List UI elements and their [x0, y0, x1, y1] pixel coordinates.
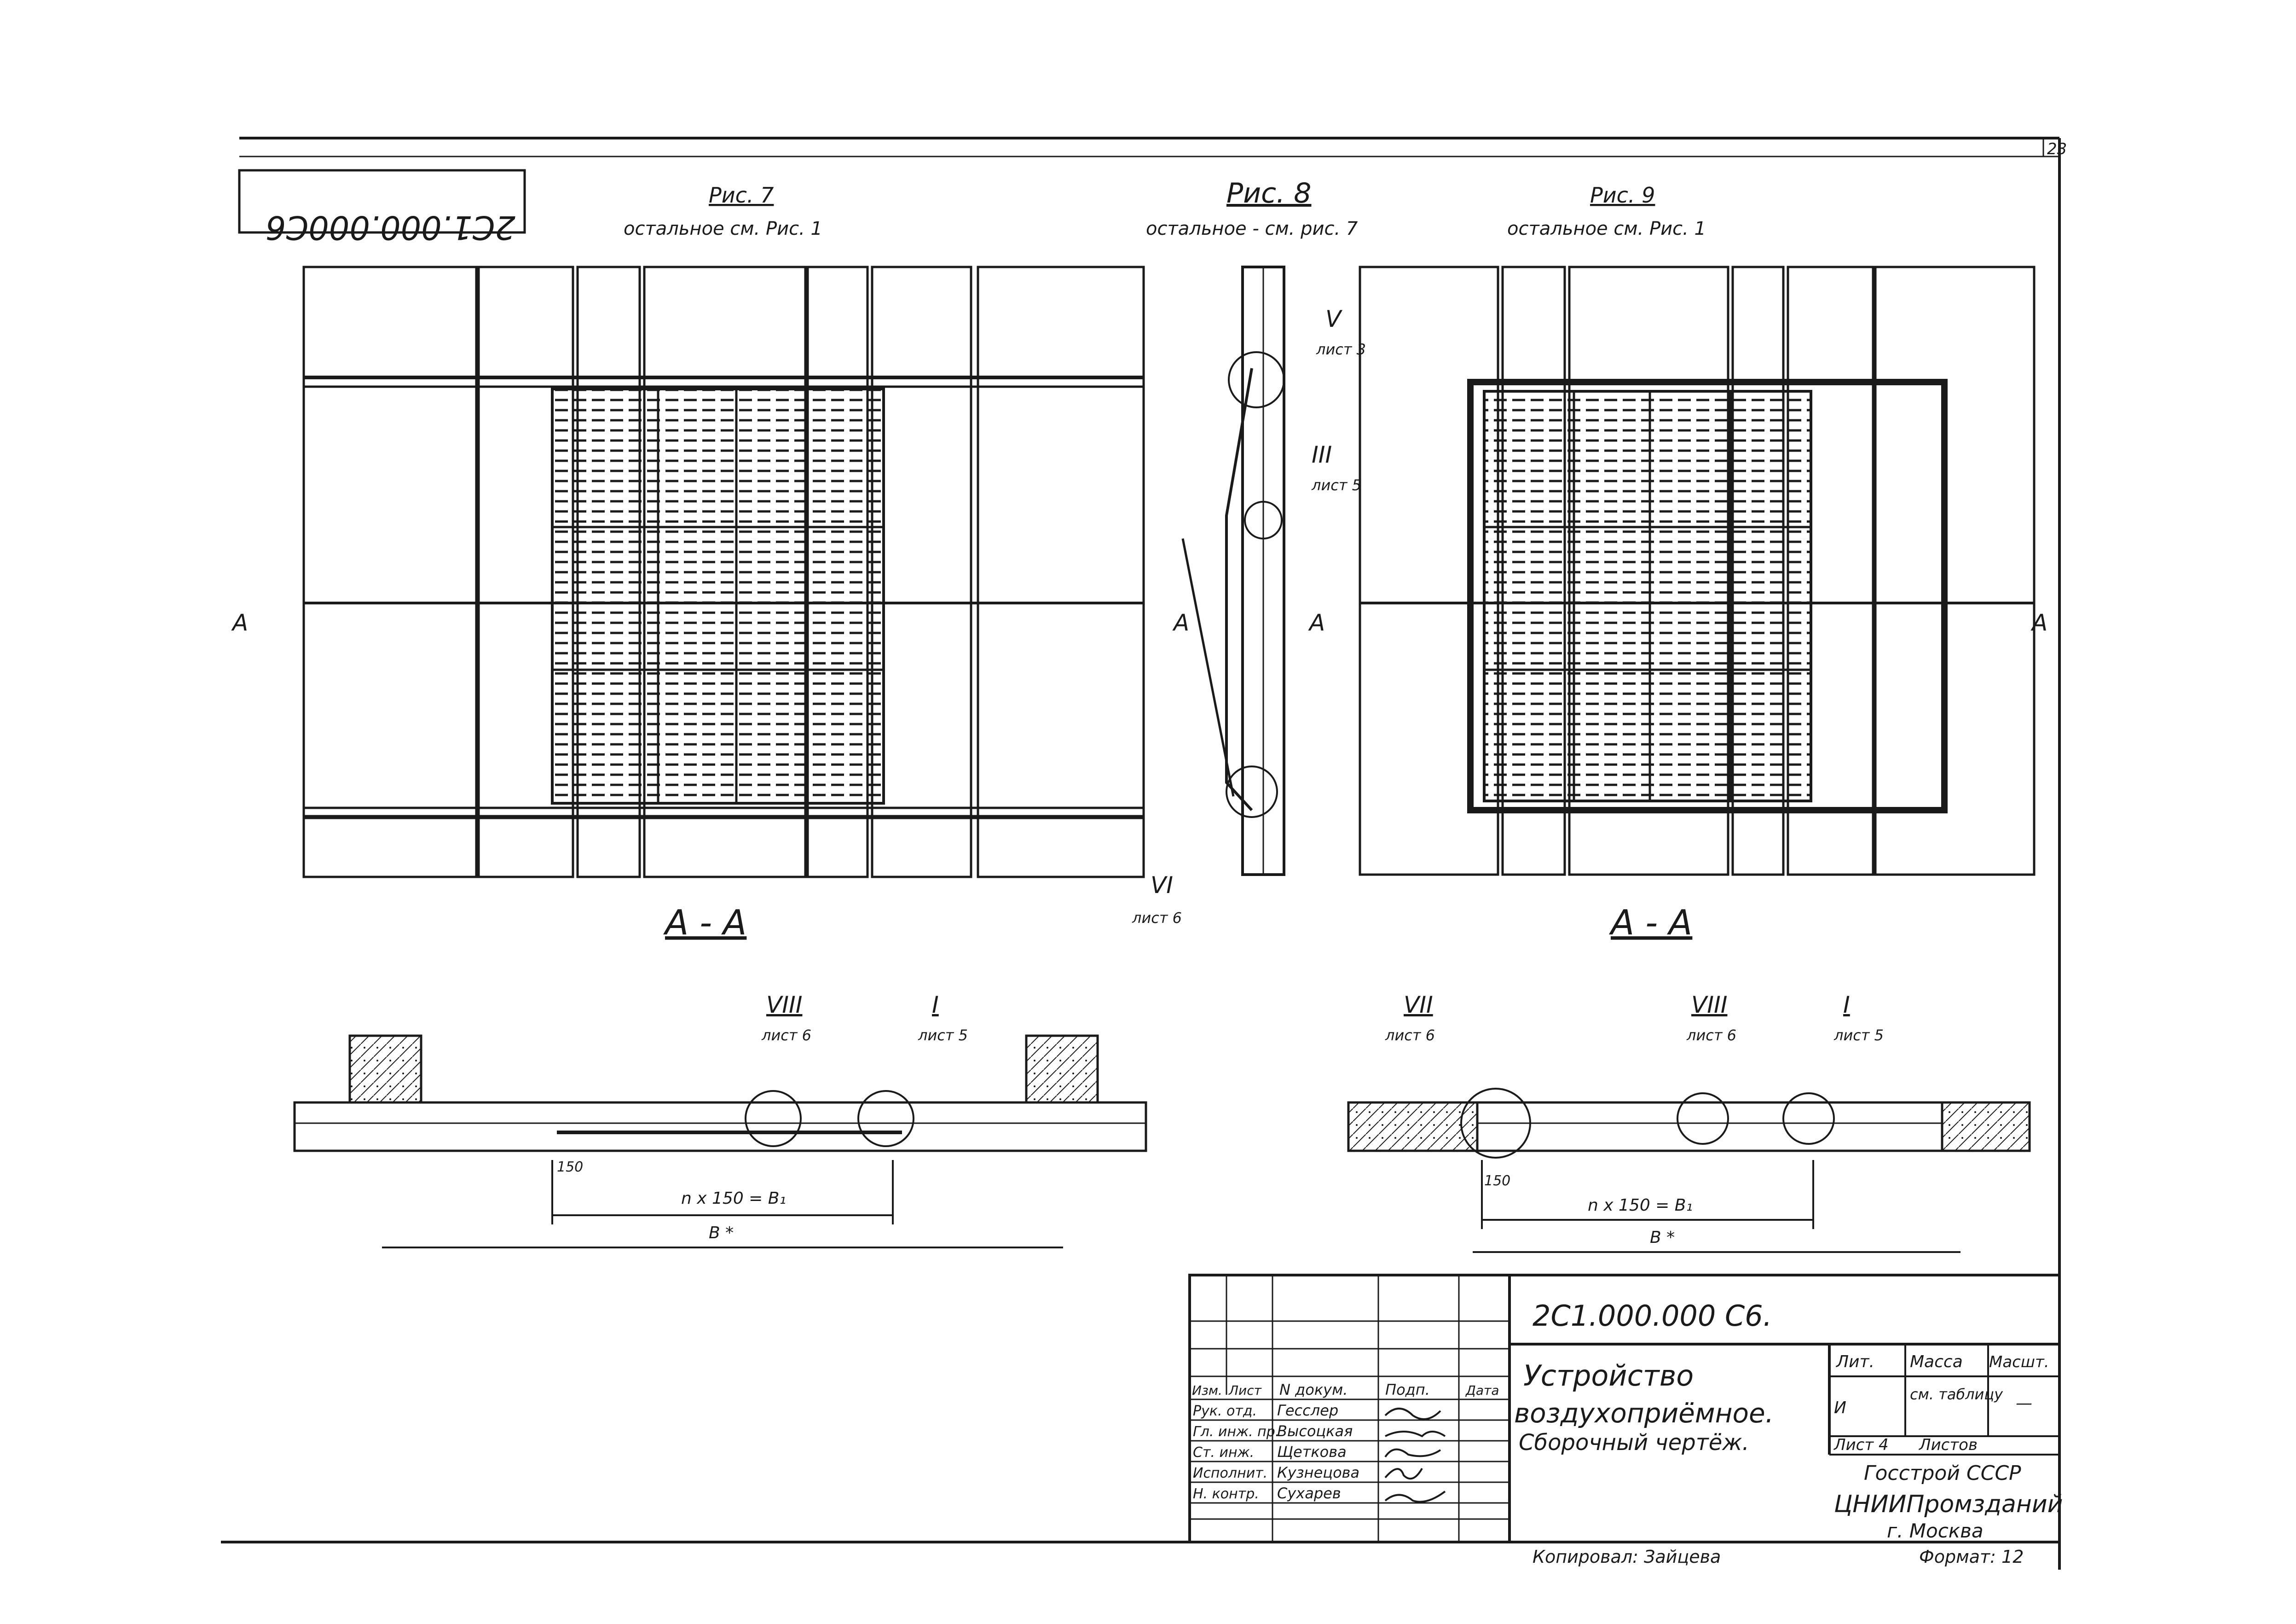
- name-3: Кузнецова: [1277, 1464, 1359, 1481]
- role-2: Ст. инж.: [1193, 1444, 1254, 1461]
- role-1: Гл. инж. пр.: [1193, 1424, 1279, 1440]
- role-4: Н. контр.: [1193, 1486, 1259, 1502]
- figure-titles: Рис. 7 остальное см. Рис. 1 Рис. 8 остал…: [624, 177, 1706, 239]
- col-izm: Изм.: [1192, 1383, 1222, 1398]
- col-podp: Подп.: [1385, 1381, 1430, 1398]
- dim-left-b: B *: [709, 1224, 734, 1242]
- name-4: Сухарев: [1277, 1485, 1341, 1502]
- fig9-elevation: А А - А: [1359, 266, 2047, 943]
- section-label-aa-left: А - А: [663, 902, 746, 943]
- fig7-elevation: А А А - А: [231, 266, 1189, 943]
- callout-i-right: I: [1843, 992, 1850, 1018]
- right-section-aa: VII лист 6 VIII лист 6 I лист 5 150 n x …: [1347, 992, 2031, 1253]
- col-list: Лист: [1228, 1383, 1262, 1398]
- dim-left-150: 150: [557, 1159, 583, 1175]
- role-0: Рук. отд.: [1193, 1403, 1257, 1419]
- mass-value: см. таблицу: [1910, 1386, 2003, 1403]
- callout-i: I: [932, 992, 939, 1018]
- fig8-note: остальное - см. рис. 7: [1146, 218, 1358, 239]
- title-block: 2С1.000.000 С6. Устройство воздухоприёмн…: [1188, 1274, 2063, 1543]
- fig8-section: V лист 3 III лист 5 VI лист 6 А: [1132, 266, 1366, 927]
- fig7-note: остальное см. Рис. 1: [624, 218, 822, 239]
- lit-value: И: [1834, 1398, 1846, 1417]
- sheet-label: Лист 4: [1833, 1436, 1889, 1454]
- callout-viii-right-sheet: лист 6: [1686, 1027, 1736, 1044]
- callout-i-sheet: лист 5: [918, 1027, 968, 1044]
- left-section-aa: VIII лист 6 I лист 5 150 n x 150 = B₁ B …: [293, 992, 1147, 1248]
- detail-circle-v: [1228, 351, 1285, 408]
- doc-name-line1: Устройство: [1523, 1359, 1694, 1392]
- detail-circle-i-right: [1782, 1092, 1835, 1145]
- name-2: Щетковa: [1277, 1443, 1347, 1461]
- copied-by: Копировал: Зайцева: [1533, 1547, 1721, 1567]
- stamp-code: 2С1.000.000С6: [266, 209, 515, 246]
- sheets-label: Листов: [1918, 1436, 1978, 1454]
- org-line3: г. Москва: [1887, 1520, 1984, 1542]
- doc-name-line2: воздухоприёмное.: [1514, 1398, 1774, 1429]
- detail-circle-viii-right: [1677, 1092, 1729, 1145]
- detail-circle-vi: [1226, 766, 1278, 818]
- fig7-grille: [551, 388, 885, 805]
- name-1: Высоцкая: [1277, 1422, 1353, 1440]
- dim-left-nx: n x 150 = B₁: [681, 1189, 786, 1208]
- fig9-title: Рис. 9: [1590, 183, 1655, 208]
- dim-right-150: 150: [1484, 1173, 1510, 1189]
- fig9-frame: [1467, 379, 1948, 813]
- section-mark-a-left: А: [231, 609, 248, 636]
- dim-right-b: B *: [1650, 1228, 1675, 1247]
- callout-v: V: [1325, 306, 1343, 332]
- signatures: [1384, 1408, 1446, 1503]
- format-label: Формат: 12: [1919, 1547, 2024, 1567]
- callout-vi-sheet: лист 6: [1132, 909, 1182, 927]
- detail-circle-i-left: [857, 1090, 914, 1147]
- callout-iii-sheet: лист 5: [1311, 476, 1361, 494]
- col-ndoc: N докум.: [1279, 1381, 1348, 1398]
- fig7-title: Рис. 7: [709, 183, 774, 208]
- section-label-aa-right: А - А: [1609, 902, 1692, 943]
- section-mark-a-mid-right: А: [1308, 609, 1325, 636]
- role-3: Исполнит.: [1193, 1465, 1267, 1481]
- mass-header: Масса: [1910, 1352, 1963, 1371]
- scale-header: Масшт.: [1989, 1353, 2049, 1371]
- fig8-title: Рис. 8: [1226, 177, 1311, 209]
- detail-circle-viii-left: [745, 1090, 802, 1147]
- doc-name-line3: Сборочный чертёж.: [1519, 1430, 1749, 1456]
- callout-vi: VI: [1151, 872, 1173, 899]
- detail-circle-iii: [1244, 501, 1283, 539]
- name-column: Гесслер Высоцкая Щетковa Кузнецова Сухар…: [1277, 1402, 1359, 1502]
- role-column: Рук. отд. Гл. инж. пр. Ст. инж. Исполнит…: [1193, 1403, 1279, 1502]
- callout-viii: VIII: [766, 992, 802, 1018]
- col-data: Дата: [1465, 1383, 1499, 1398]
- doc-code: 2С1.000.000 С6.: [1533, 1299, 1772, 1333]
- fig9-grille: [1483, 390, 1812, 802]
- scale-value: —: [2016, 1394, 2032, 1413]
- fig9-note: остальное см. Рис. 1: [1507, 218, 1706, 239]
- dim-right-nx: n x 150 = B₁: [1588, 1196, 1693, 1215]
- stamp-code-box: 2С1.000.000С6: [238, 169, 526, 246]
- callout-iii: III: [1312, 441, 1332, 468]
- page-number: 23: [2047, 140, 2067, 158]
- org-line2: ЦНИИПромзданий: [1834, 1491, 2063, 1518]
- callout-viii-right: VIII: [1691, 992, 1727, 1018]
- section-mark-a-mid-left: А: [1172, 609, 1189, 636]
- name-0: Гесслер: [1277, 1402, 1338, 1419]
- callout-vii-sheet: лист 6: [1385, 1027, 1435, 1044]
- callout-i-right-sheet: лист 5: [1833, 1027, 1884, 1044]
- callout-vii: VII: [1404, 992, 1433, 1018]
- org-line1: Госстрой СССР: [1864, 1462, 2021, 1485]
- lit-header: Лит.: [1835, 1352, 1874, 1371]
- callout-viii-sheet: лист 6: [761, 1027, 811, 1044]
- section-mark-a-far-right: А: [2030, 609, 2047, 636]
- callout-v-sheet: лист 3: [1316, 341, 1366, 358]
- detail-circle-vii: [1460, 1088, 1531, 1159]
